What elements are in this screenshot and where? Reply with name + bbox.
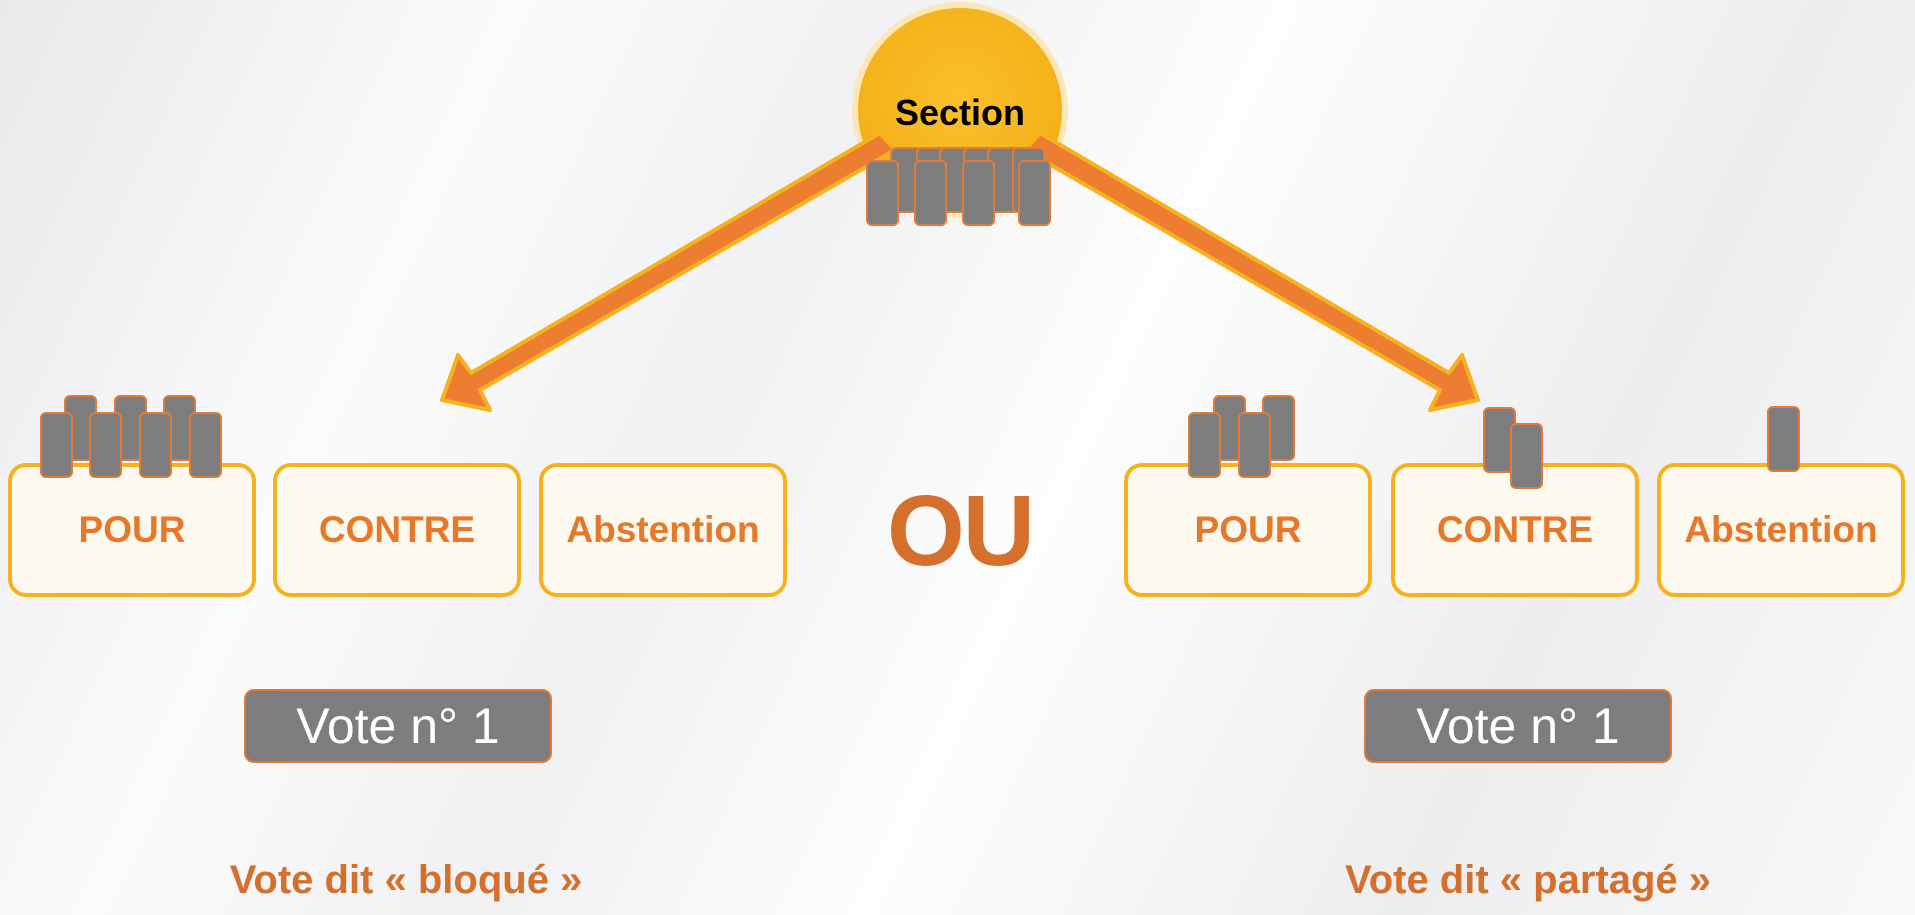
chip: [1238, 412, 1271, 478]
option-label: Abstention: [566, 509, 760, 550]
right-caption: Vote dit « partagé »: [1344, 858, 1711, 902]
chip: [1188, 412, 1221, 478]
option-label: POUR: [78, 509, 186, 550]
left-vote-badge: Vote n° 1: [244, 689, 552, 763]
separator-ou: OU: [887, 475, 1035, 587]
right-option-abstention: Abstention: [1657, 463, 1905, 597]
chip: [40, 412, 73, 478]
option-label: CONTRE: [1436, 509, 1594, 550]
chip: [1767, 406, 1800, 472]
left-option-contre: CONTRE: [273, 463, 521, 597]
left-caption: Vote dit « bloqué »: [229, 858, 583, 902]
left-option-pour: POUR: [8, 463, 256, 597]
chip: [1510, 423, 1543, 489]
right-arrow: [1023, 131, 1480, 412]
section-label: Section: [894, 92, 1026, 133]
chip: [189, 412, 222, 478]
right-vote-badge: Vote n° 1: [1364, 689, 1672, 763]
option-label: POUR: [1194, 509, 1302, 550]
option-label: CONTRE: [318, 509, 476, 550]
chip: [139, 412, 172, 478]
left-option-abstention: Abstention: [539, 463, 787, 597]
right-option-pour: POUR: [1124, 463, 1372, 597]
chip: [1018, 160, 1051, 226]
chip: [962, 160, 995, 226]
left-arrow: [440, 131, 897, 412]
chip: [914, 160, 947, 226]
option-label: Abstention: [1684, 509, 1878, 550]
chip: [866, 160, 899, 226]
chip: [89, 412, 122, 478]
